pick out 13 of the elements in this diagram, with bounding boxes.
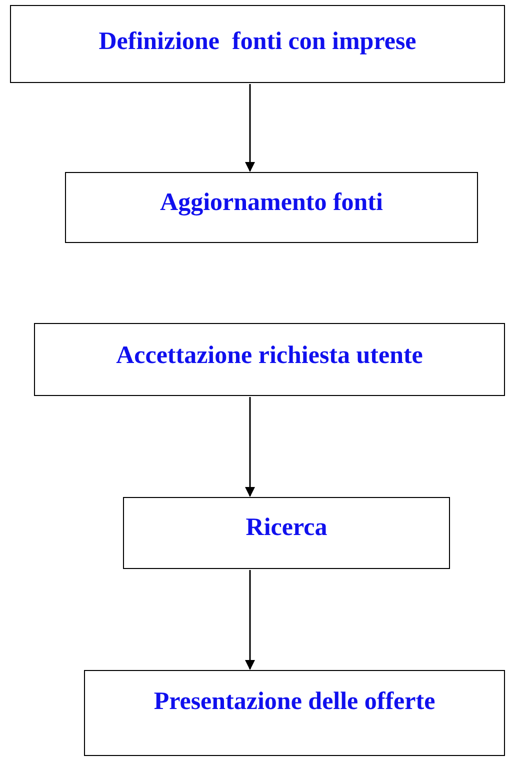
process-box [123,497,450,569]
box-label: Accettazione richiesta utente [116,341,423,371]
process-box [10,5,505,83]
process-box [84,670,505,756]
box-label: Presentazione delle offerte [154,687,436,717]
arrow [245,397,255,497]
process-box [65,172,478,243]
box-label: Aggiornamento fonti [160,188,383,218]
box-label: Ricerca [246,513,328,543]
arrow [245,570,255,670]
arrow [245,84,255,172]
box-label: Definizione fonti con imprese [98,27,416,57]
process-box [34,323,505,396]
